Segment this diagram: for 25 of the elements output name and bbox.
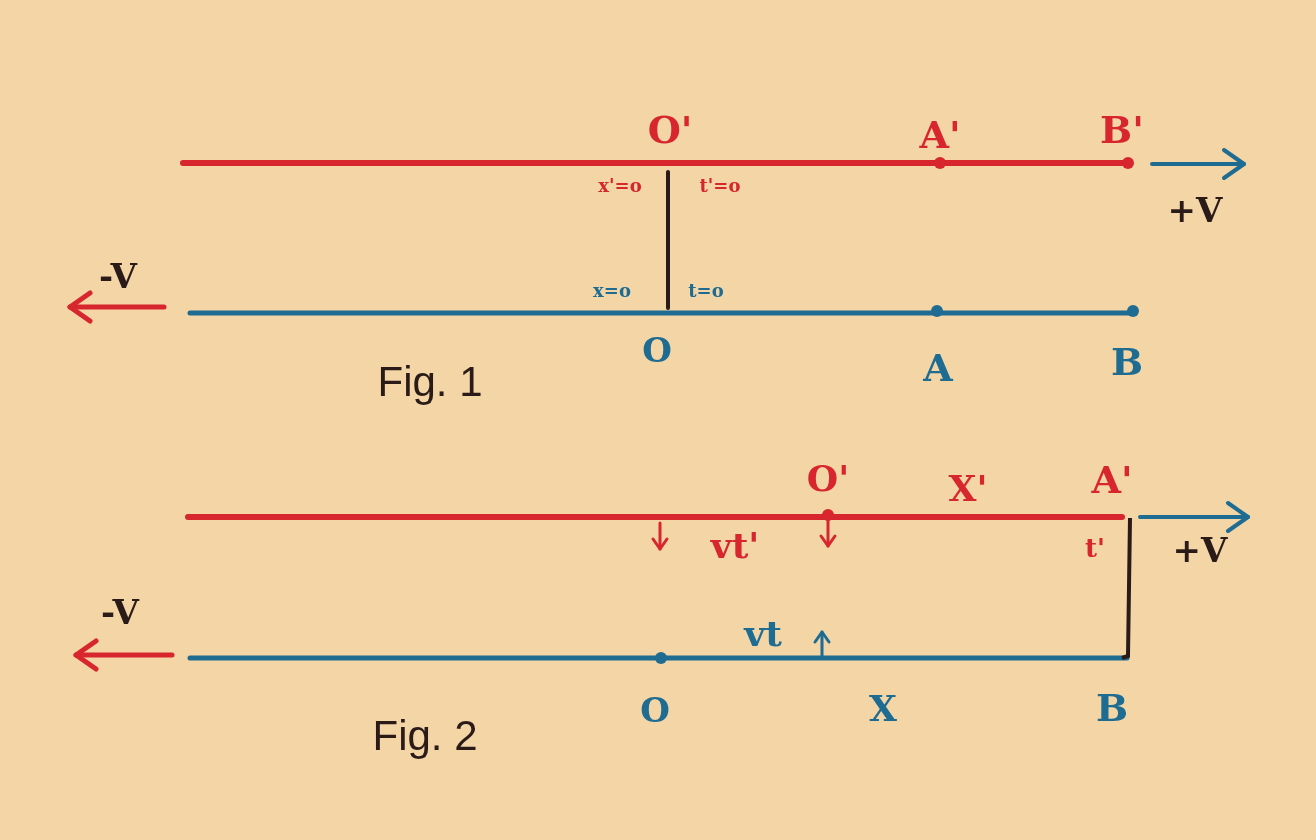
axis-label: vt (744, 615, 782, 651)
axis-label: -V (99, 259, 137, 293)
figure-caption: Fig. 2 (372, 715, 478, 757)
figure-caption: Fig. 1 (377, 361, 483, 403)
axis-label: O' (806, 460, 850, 496)
axis-label: A' (1091, 461, 1133, 499)
axis-label: X (869, 690, 897, 726)
axis-label: t'=o (699, 177, 741, 195)
axis-label: t=o (688, 282, 724, 300)
axis-label: O (640, 693, 670, 727)
axis-label: A' (919, 116, 961, 154)
axis-label: +V (1172, 533, 1228, 567)
axis-label: x=o (593, 282, 631, 300)
axis-label: -V (101, 595, 139, 629)
axis-label: B (1095, 689, 1129, 727)
axis-label: O (642, 333, 672, 367)
axis-label: t' (1085, 535, 1105, 561)
axis-label: vt' (710, 527, 760, 563)
axis-label: B (1110, 343, 1144, 381)
axis-label: +V (1167, 193, 1223, 227)
axis-label: x'=o (598, 177, 642, 195)
axis-label: X' (948, 470, 988, 506)
axis-label: O' (647, 111, 693, 149)
axis-label: A (923, 349, 953, 387)
axis-label: B' (1100, 111, 1144, 149)
